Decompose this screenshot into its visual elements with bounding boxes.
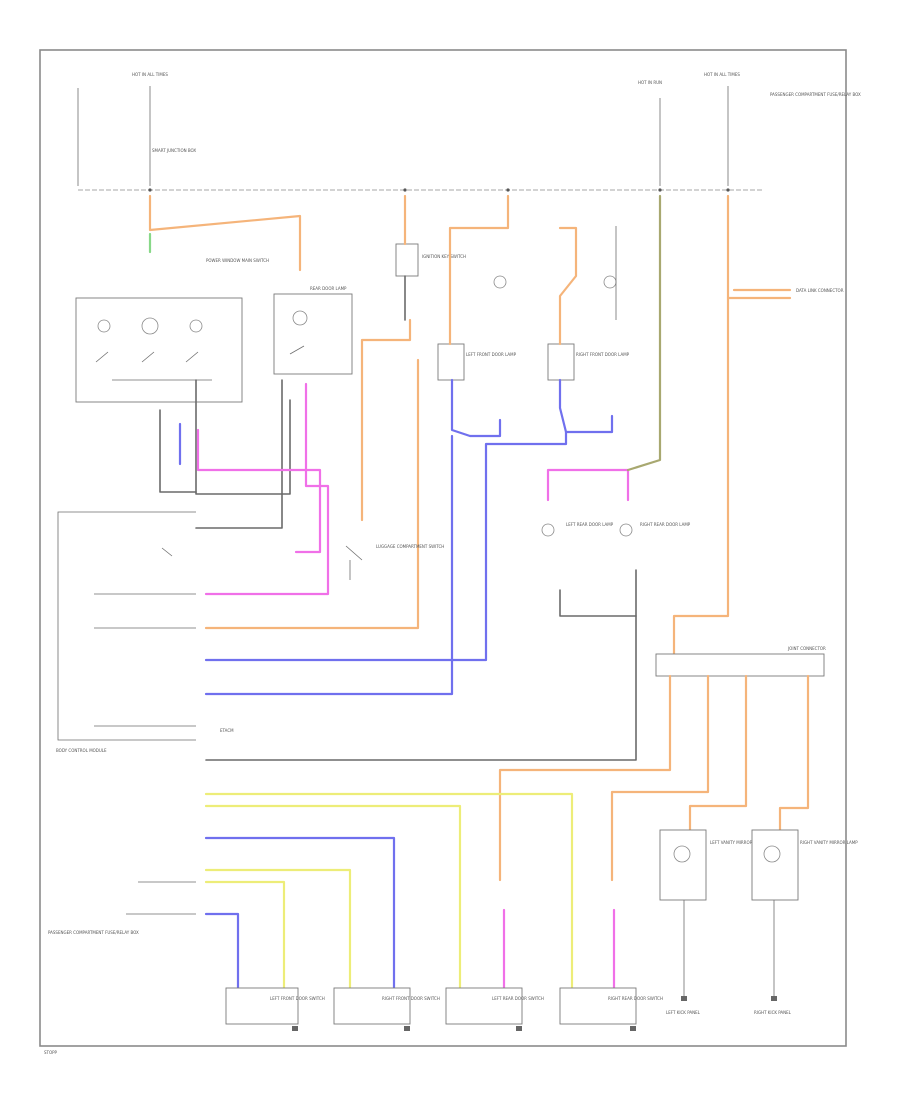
luggage-switch-contact	[345, 545, 363, 561]
fuse-label-mid: HOT IN RUN	[638, 80, 662, 85]
left-vanity-lamp	[659, 829, 707, 901]
door-switch-ground-3	[516, 1026, 522, 1031]
main-switch-contact-2	[141, 351, 155, 363]
right-front-lamp-label: RIGHT FRONT DOOR LAMP	[576, 352, 630, 357]
left-rear-door-switch-label: LEFT REAR DOOR SWITCH	[492, 996, 544, 1001]
ignition-key-label: IGNITION KEY SWITCH	[422, 254, 466, 259]
right-rear-lamp-bulb	[619, 523, 633, 537]
wire-pnk-left	[196, 428, 322, 554]
wire-blk-left-2	[195, 379, 291, 495]
bcm-switch-1	[161, 547, 173, 557]
bus-node-1	[148, 188, 152, 192]
wire-org-dlc	[726, 194, 792, 300]
wire-org-jc-3	[688, 674, 748, 832]
joint-connector-label: JOINT CONNECTOR	[787, 646, 826, 651]
main-switch-contact-1	[95, 351, 109, 363]
door-switch-ground-2	[404, 1026, 410, 1031]
data-link-label: DATA LINK CONNECTOR	[796, 288, 844, 293]
wire-blu-rf-down	[204, 430, 568, 662]
right-vanity-bulb	[763, 845, 781, 863]
bcm-outline	[57, 511, 196, 741]
wire-lgr-rear	[626, 194, 662, 472]
bus-node-5	[726, 188, 730, 192]
ignition-key-switch	[395, 243, 419, 277]
left-rear-lamp-bulb	[541, 523, 555, 537]
wire-org-jc-1	[498, 674, 672, 882]
right-rear-door-switch-label: RIGHT REAR DOOR SWITCH	[608, 996, 663, 1001]
wire-blu-3	[204, 836, 396, 992]
right-rear-door-switch	[559, 987, 637, 1025]
left-vanity-ground	[681, 996, 687, 1001]
wire-pnk-rear-lamps	[546, 468, 630, 502]
main-switch-bulb-2	[141, 317, 159, 335]
rear-door-lamp-label: REAR DOOR LAMP	[310, 286, 347, 291]
wire-org-ignition-down	[360, 318, 412, 522]
wire-blu-rf	[558, 378, 614, 434]
passenger-box-label-bottom: PASSENGER COMPARTMENT FUSE/RELAY BOX	[48, 930, 139, 935]
wire-yel-1	[204, 792, 574, 992]
ground-left-label: LEFT KICK PANEL	[666, 1010, 701, 1015]
wire-blu-lf	[450, 378, 502, 438]
wire-yel-4	[204, 880, 286, 992]
left-front-lamp-label: LEFT FRONT DOOR LAMP	[466, 352, 517, 357]
ground-right-label: RIGHT KICK PANEL	[754, 1010, 792, 1015]
left-vanity-label: LEFT VANITY MIRROR LAMP	[710, 840, 765, 845]
passenger-box-label-top: PASSENGER COMPARTMENT FUSE/RELAY BOX	[770, 92, 861, 97]
wire-pnk-rear	[204, 382, 330, 596]
wire-blu-4	[204, 912, 240, 992]
right-rear-lamp-label: RIGHT REAR DOOR LAMP	[640, 522, 691, 527]
left-vanity-bulb	[673, 845, 691, 863]
right-vanity-ground	[771, 996, 777, 1001]
rear-door-lamp-block	[273, 293, 353, 375]
wire-org-right-main	[672, 296, 730, 658]
left-rear-door-switch	[445, 987, 523, 1025]
left-rear-lamp-label: LEFT REAR DOOR LAMP	[566, 522, 614, 527]
right-vanity-lamp	[751, 829, 799, 901]
wire-blk-rear-lamps	[559, 569, 637, 617]
main-switch-bulb-3	[189, 319, 203, 333]
wire-yel-3	[204, 868, 352, 992]
wire-blk-bcm-right	[205, 615, 637, 761]
wire-yel-2	[204, 804, 462, 992]
bus-node-3	[506, 188, 510, 192]
rear-door-lamp-contact	[289, 345, 305, 355]
main-switch-contact-3	[185, 351, 199, 363]
main-switch-bulb-1	[97, 319, 111, 333]
right-front-lamp	[547, 343, 575, 381]
left-front-door-switch-label: LEFT FRONT DOOR SWITCH	[270, 996, 325, 1001]
rear-door-lamp-bulb	[292, 310, 308, 326]
wire-org-lf	[448, 194, 510, 346]
left-front-lamp	[437, 343, 465, 381]
wire-blu-lf-down	[204, 434, 454, 696]
right-front-door-switch	[333, 987, 411, 1025]
joint-connector	[655, 653, 825, 677]
right-front-lamp-bulb	[603, 275, 617, 289]
luggage-switch-label: LUGGAGE COMPARTMENT SWITCH	[376, 544, 444, 549]
fuse-label-left: HOT IN ALL TIMES	[132, 72, 168, 77]
wire-org-left-feed	[148, 194, 302, 272]
wire-org-rf	[558, 226, 578, 346]
etacm-label: ETACM	[220, 728, 234, 733]
left-front-lamp-bulb	[493, 275, 507, 289]
bus-node-2	[403, 188, 407, 192]
left-front-door-switch	[225, 987, 299, 1025]
wire-org-jc-2	[610, 674, 710, 882]
junction-label: SMART JUNCTION BOX	[152, 148, 196, 153]
wire-blk-bcm	[195, 379, 283, 529]
diagram-frame	[39, 49, 847, 1047]
right-front-door-switch-label: RIGHT FRONT DOOR SWITCH	[382, 996, 440, 1001]
wire-org-tail	[204, 358, 420, 630]
footer-code: STOPP	[44, 1050, 58, 1055]
bus-node-4	[658, 188, 662, 192]
wire-org-jc-4	[778, 674, 810, 832]
door-switch-ground-4	[630, 1026, 636, 1031]
main-switch-label: POWER WINDOW MAIN SWITCH	[206, 258, 269, 263]
main-switch-block	[75, 297, 243, 403]
right-vanity-label: RIGHT VANITY MIRROR LAMP	[800, 840, 858, 845]
bcm-label: BODY CONTROL MODULE	[56, 748, 107, 753]
wire-blk-left-1	[159, 409, 197, 493]
fuse-label-right: HOT IN ALL TIMES	[704, 72, 740, 77]
door-switch-ground-1	[292, 1026, 298, 1031]
